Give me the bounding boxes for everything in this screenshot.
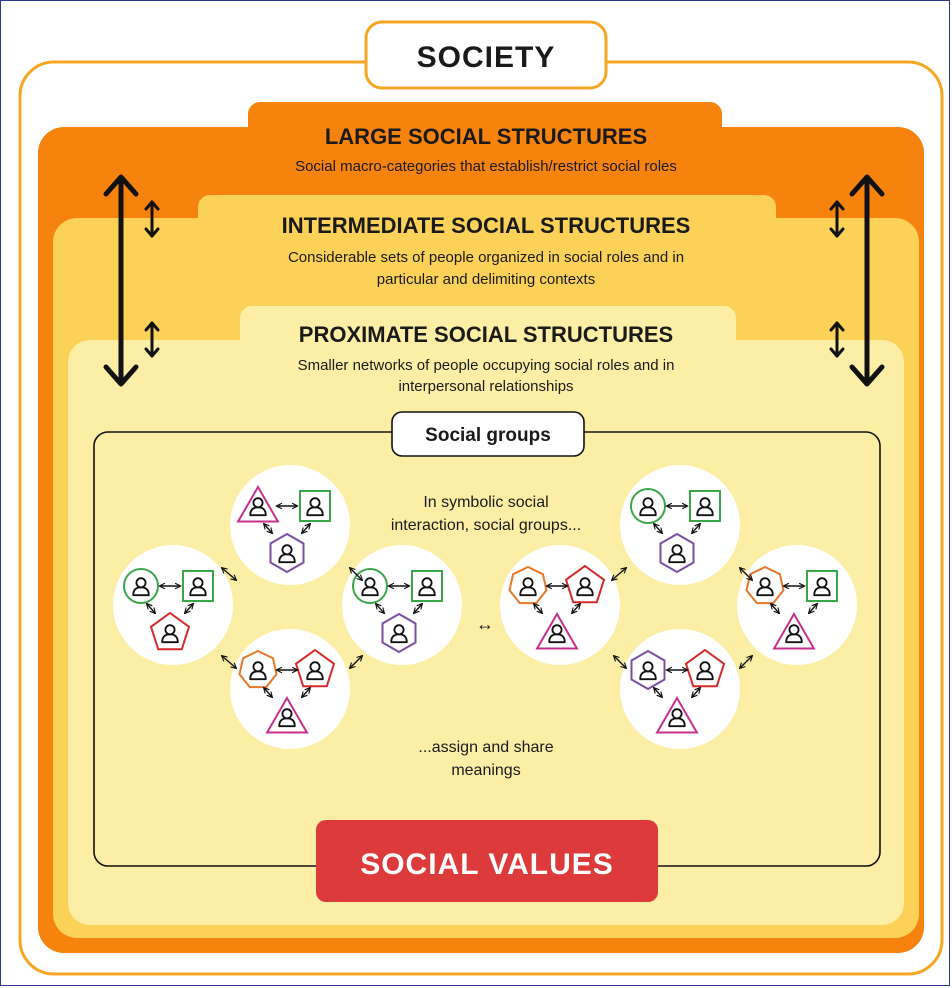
large-title: LARGE SOCIAL STRUCTURES [325,124,647,149]
link-arrow-icon [222,568,236,580]
double-arrow-icon [692,524,700,533]
double-arrow-icon [264,524,272,533]
right-lower-small-arrow-icon [829,321,845,358]
group-circle [620,629,740,749]
link-arrow-icon [222,656,236,668]
double-arrow-icon [302,688,310,697]
circle-shape [352,568,388,604]
tri-shape [655,695,699,734]
double-arrow-icon [414,604,422,613]
double-arrow-icon [809,604,817,613]
intermediate-desc-line2: particular and delimiting contexts [377,271,595,288]
cluster-left-bottom [230,629,350,749]
cluster-left-west [113,545,233,665]
double-arrow-icon [185,604,193,613]
society-title: SOCIETY [417,41,556,74]
cluster-left-top [230,465,350,585]
social-values-label: SOCIAL VALUES [360,848,614,881]
hept-shape [508,565,548,605]
intermediate-desc-line1: Considerable sets of people organized in… [288,249,684,266]
tri-shape [772,611,816,650]
double-arrow-icon [692,688,700,697]
hex-shape [381,612,417,654]
small-double-arrow-icons [144,200,845,358]
double-arrow-icon [376,604,384,613]
cluster-links [222,568,752,668]
group-circle [500,545,620,665]
link-arrow-icon [350,568,362,580]
intermediate-title: INTERMEDIATE SOCIAL STRUCTURES [282,213,691,238]
cluster-right-bottom [620,629,740,749]
group-clusters [113,465,857,749]
group-circle [113,545,233,665]
right-long-double-arrow-icon [849,174,885,387]
pent-shape [684,648,726,688]
cluster-right-east [737,545,857,665]
society-label-box [364,20,608,90]
proximate-desc-line1: Smaller networks of people occupying soc… [298,357,675,374]
hept-shape [238,649,278,689]
double-arrow-icon [264,688,272,697]
square-shape [806,570,838,602]
cluster-right-west [500,545,620,665]
proximate-title: PROXIMATE SOCIAL STRUCTURES [299,322,673,347]
groups-top-text-line1: In symbolic social [423,494,548,511]
groups-top-text-line2: interaction, social groups... [391,517,581,534]
group-circle [230,465,350,585]
groups-bottom-text-line2: meanings [451,762,520,779]
pent-shape [149,611,191,651]
link-arrow-icon [614,656,626,668]
link-arrow-icon [612,568,626,580]
left-lower-small-arrow-icon [144,321,160,358]
cluster-right-top [620,465,740,585]
square-shape [411,570,443,602]
proximate-desc-line2: interpersonal relationships [398,378,573,395]
center-link-arrow: ↔ [476,614,494,634]
tri-shape [236,484,280,523]
double-arrow-icon [771,604,779,613]
right-upper-small-arrow-icon [829,200,845,238]
social-groups-label-box [391,411,585,457]
link-arrow-icon [740,568,752,580]
social-groups-label: Social groups [425,425,551,446]
left-long-double-arrow-icon [103,174,139,387]
square-shape [299,490,331,522]
groups-bottom-text-line1: ...assign and share [418,739,553,756]
hex-shape [630,649,666,691]
circle-shape [123,568,159,604]
double-arrow-icon [534,604,542,613]
double-arrow-icon [654,524,662,533]
link-arrow-icon [350,656,362,668]
link-arrow-icon [740,656,752,668]
tri-shape [535,611,579,650]
group-circle [230,629,350,749]
group-circle [342,545,462,665]
double-arrow-icon [654,688,662,697]
left-upper-small-arrow-icon [144,200,160,238]
large-desc: Social macro-categories that establish/r… [295,158,677,175]
double-arrow-icon [572,604,580,613]
pent-shape [294,648,336,688]
pent-shape [564,564,606,604]
hex-shape [269,532,305,574]
square-shape [689,490,721,522]
group-circle [737,545,857,665]
cluster-left-east [342,545,462,665]
social-values-box [316,820,658,902]
double-arrow-icon [147,604,155,613]
group-circle [620,465,740,585]
tri-shape [265,695,309,734]
hex-shape [659,532,695,574]
square-shape [182,570,214,602]
circle-shape [630,488,666,524]
double-arrow-icon [302,524,310,533]
